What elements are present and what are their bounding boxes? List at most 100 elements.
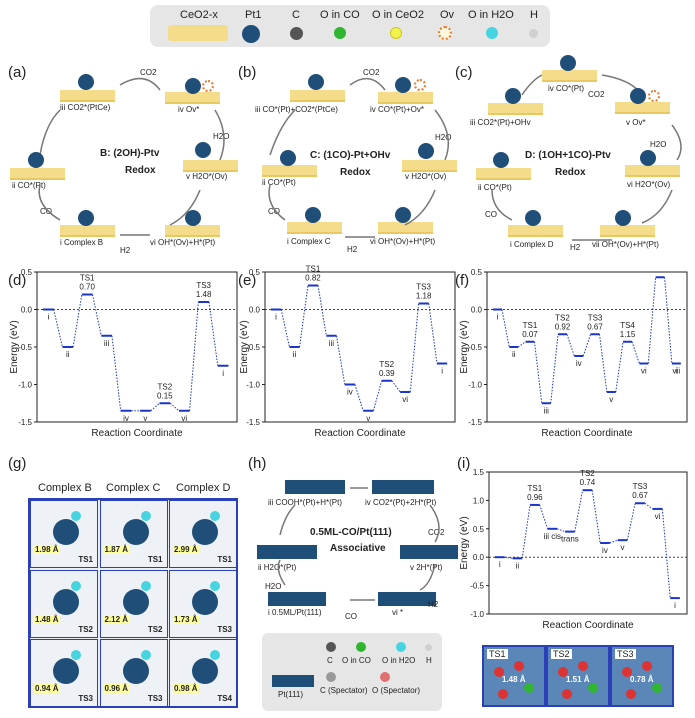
atom-icon [642, 661, 652, 671]
bond-distance: 1.48 Å [34, 614, 60, 624]
pt-atom-icon [53, 588, 79, 615]
atom-icon [578, 661, 588, 671]
mechanism-title: D: (1OH+1CO)-Ptv [525, 150, 611, 161]
y-tick-label: 0.0 [249, 306, 261, 315]
state-label: iv [347, 388, 353, 397]
o-h2o-icon [71, 650, 81, 660]
pt-atom-icon [395, 207, 411, 223]
mechanism-type: Associative [330, 543, 386, 554]
y-tick-label: -0.5 [246, 343, 260, 352]
cycle-arrows [491, 74, 682, 241]
level-connector [609, 539, 618, 544]
vacancy-icon [414, 79, 426, 91]
level-connector [557, 528, 566, 533]
ts-label: TS4 [217, 694, 232, 703]
y-tick-label: -1.5 [18, 418, 32, 427]
legend-oco: O in CO [320, 9, 360, 21]
state-label: iii CO2*(PtCe) [60, 103, 111, 112]
level-connector [626, 503, 636, 541]
molecule-label: H2 [428, 600, 439, 609]
ts-label: TS3 [633, 482, 648, 491]
ts-label: TS3 [217, 624, 232, 634]
y-tick-label: 0.5 [249, 268, 261, 277]
level-connector [599, 334, 608, 393]
atom-icon [622, 667, 632, 677]
h-legend [262, 633, 442, 711]
state-label: iv [123, 414, 129, 423]
state-label: vi [181, 414, 187, 423]
ts-label: TS2 [158, 382, 173, 391]
bond-distance: 1.73 Å [173, 614, 199, 624]
level-connector [72, 294, 83, 348]
level-connector [428, 303, 438, 364]
state-label: i Complex C [287, 237, 331, 246]
ts-label: TS2 [580, 469, 595, 478]
pt-atom-icon [192, 588, 218, 615]
x-axis-label: Reaction Coordinate [91, 428, 183, 439]
ts-label: TS3 [196, 281, 211, 290]
bond-distance: 1.98 Å [34, 545, 60, 554]
ts-label: TS3 [615, 649, 636, 659]
ts-barrier-value: 0.39 [379, 369, 395, 378]
ts-label: TS1 [147, 555, 163, 564]
state-label: trans [561, 535, 579, 544]
state-label: ii CO*(Pt) [478, 183, 512, 192]
atom-icon [494, 667, 504, 677]
y-tick-label: -1.0 [468, 381, 482, 390]
atom-icon [524, 683, 534, 693]
pt-atom-icon [395, 77, 411, 93]
atom-icon [514, 661, 524, 671]
state-label: ii [293, 350, 297, 359]
atom-icon [498, 689, 508, 699]
level-connector [591, 490, 601, 544]
pt-atom-icon [418, 143, 434, 159]
level-connector [582, 334, 592, 357]
ts-label: TS3 [78, 694, 93, 703]
molecule-label: CO2 [363, 68, 380, 77]
panel-d-label: (d) [8, 272, 27, 289]
state-label: i Complex B [60, 238, 104, 247]
mechanism-type: Redox [125, 165, 156, 176]
o-h2o-icon [486, 27, 498, 39]
cycle-arrows [277, 487, 440, 601]
legend-label: C (Spectator) [320, 686, 368, 695]
ts-barrier-value: 0.92 [555, 322, 571, 331]
state-label: i [674, 601, 676, 610]
c-atom-icon [290, 27, 303, 40]
ts-barrier-value: 0.82 [305, 274, 321, 283]
pt-atom-icon [122, 588, 149, 615]
molecule-label: H2O [435, 133, 452, 142]
atom-icon [626, 689, 636, 699]
o-h2o-icon [210, 580, 220, 591]
pt-atom-icon [242, 25, 260, 43]
level-connector [150, 402, 160, 412]
state-label: i [499, 560, 501, 569]
molecule-label: H2 [570, 243, 581, 252]
level-connector [517, 341, 526, 348]
state-label: vi OH*(Ov)+H*(Pt) [370, 237, 436, 246]
level-connector [391, 380, 401, 393]
level-connector [111, 335, 122, 411]
state-label: i [275, 313, 277, 322]
atom-icon [652, 683, 662, 693]
legend-ceo2: CeO2-x [180, 9, 218, 21]
o-h2o-icon [210, 511, 220, 521]
pt-atom-icon [560, 55, 576, 71]
ts-label: TS1 [217, 555, 232, 564]
state-label: vi H2O*(Ov) [627, 180, 671, 189]
atom-icon [558, 667, 568, 677]
y-axis-label: Energy (eV) [9, 320, 20, 373]
state-label: i [441, 367, 443, 376]
state-label: iv [576, 359, 582, 368]
level-connector [539, 504, 549, 529]
c-atom-icon [326, 642, 336, 652]
y-tick-label: -1.0 [470, 610, 484, 619]
pt-atom-icon [78, 74, 94, 90]
state-label: vi OH*(Ov)+H*(Pt) [150, 238, 216, 247]
molecule-label: H2O [213, 132, 230, 141]
ts-label: TS1 [80, 274, 95, 283]
